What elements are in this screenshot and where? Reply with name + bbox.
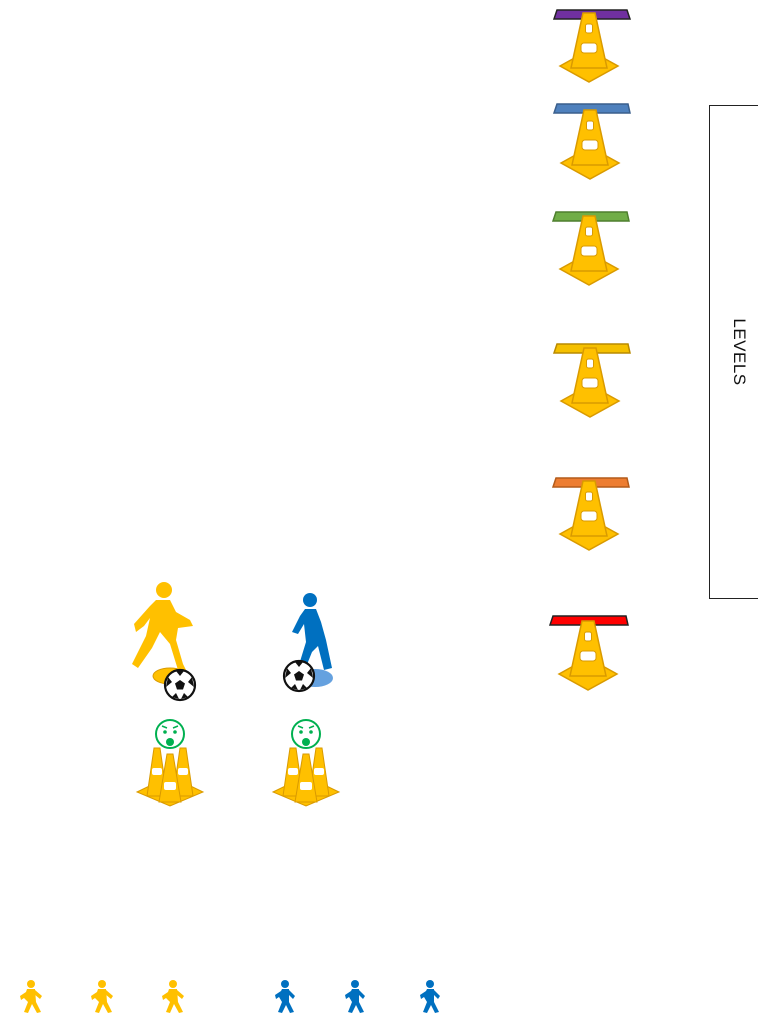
defender-yellow-icon [137, 720, 203, 806]
level-marker-5 [553, 478, 629, 550]
waiting-player-yellow-3-icon [162, 980, 184, 1013]
cone-icon [560, 216, 618, 285]
level-marker-1 [554, 10, 630, 82]
cone-icon [561, 110, 619, 179]
level-marker-3 [553, 212, 629, 285]
waiting-player-blue-2-icon [345, 980, 365, 1013]
ball-icon [165, 670, 195, 700]
waiting-player-blue-1-icon [275, 980, 295, 1013]
cone-icon [560, 481, 618, 550]
cone-icon [561, 348, 619, 417]
cone-icon [559, 621, 617, 690]
player-yellow-dribbling-icon [132, 582, 195, 700]
ball-icon [284, 661, 314, 691]
level-marker-2 [554, 104, 630, 179]
level-marker-6 [550, 616, 628, 690]
defender-blue-icon [273, 720, 339, 806]
cone-icon [560, 13, 618, 82]
waiting-player-yellow-1-icon [20, 980, 42, 1013]
waiting-player-blue-3-icon [420, 980, 440, 1013]
player-blue-dribbling-icon [284, 593, 333, 691]
waiting-player-yellow-2-icon [91, 980, 113, 1013]
level-marker-4 [554, 344, 630, 417]
